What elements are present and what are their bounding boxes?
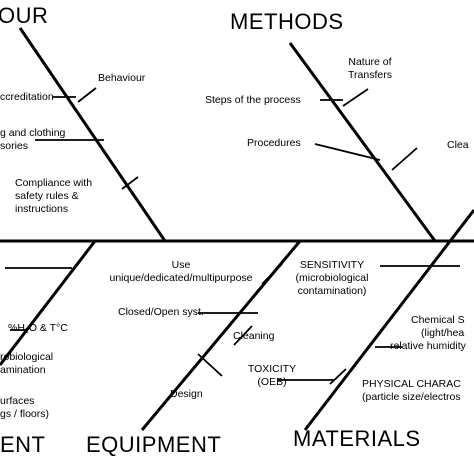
category-methods: METHODS (230, 9, 344, 34)
label-closed-open: Closed/Open syst. (118, 306, 204, 318)
label-steps: Steps of the process (205, 94, 301, 106)
label-clothing: g and clothing sories (0, 127, 66, 152)
bone-behaviour (18, 27, 167, 242)
label-microbiological: robiological amination (0, 351, 54, 376)
label-accreditation: ccreditation (0, 91, 54, 103)
label-behaviour: Behaviour (98, 72, 146, 84)
label-use: Use unique/dedicated/multipurpose (109, 259, 253, 284)
branch-clea (391, 147, 418, 171)
label-design: Design (170, 388, 203, 400)
label-surfaces: urfaces gs / floors) (0, 395, 50, 420)
category-environment: ENT (0, 432, 46, 457)
label-compliance: Compliance with safety rules & instructi… (15, 177, 93, 215)
bone-materials (303, 209, 474, 431)
label-nature-of-transfers: Nature of Transfers (348, 56, 392, 81)
label-toxicity: TOXICITY (OEB) (247, 363, 297, 388)
bone-methods (288, 42, 437, 242)
branch-behaviour (77, 87, 97, 103)
category-behaviour: OUR (0, 3, 49, 28)
branch-physical (329, 368, 347, 385)
label-procedures: Procedures (247, 137, 301, 149)
branch-design (197, 353, 223, 377)
label-physical: PHYSICAL CHARAC (particle size/electros (362, 378, 461, 403)
label-clea: Clea (447, 139, 469, 151)
branch-procedures (314, 143, 381, 161)
category-materials: MATERIALS (293, 426, 421, 451)
branch-compliance (121, 176, 139, 190)
label-sensitivity: SENSITIVITY (microbiological contaminati… (295, 259, 369, 297)
bone-environment (0, 240, 97, 366)
branch-nature (342, 88, 369, 107)
label-cleaning: Cleaning (233, 330, 275, 342)
label-chemical: Chemical S (light/hea relative humidity (390, 314, 466, 352)
branch-use (261, 263, 283, 285)
label-humidity: %H2O & T°C (8, 322, 68, 335)
branch-cleaning (233, 325, 253, 346)
category-equipment: EQUIPMENT (86, 432, 222, 457)
